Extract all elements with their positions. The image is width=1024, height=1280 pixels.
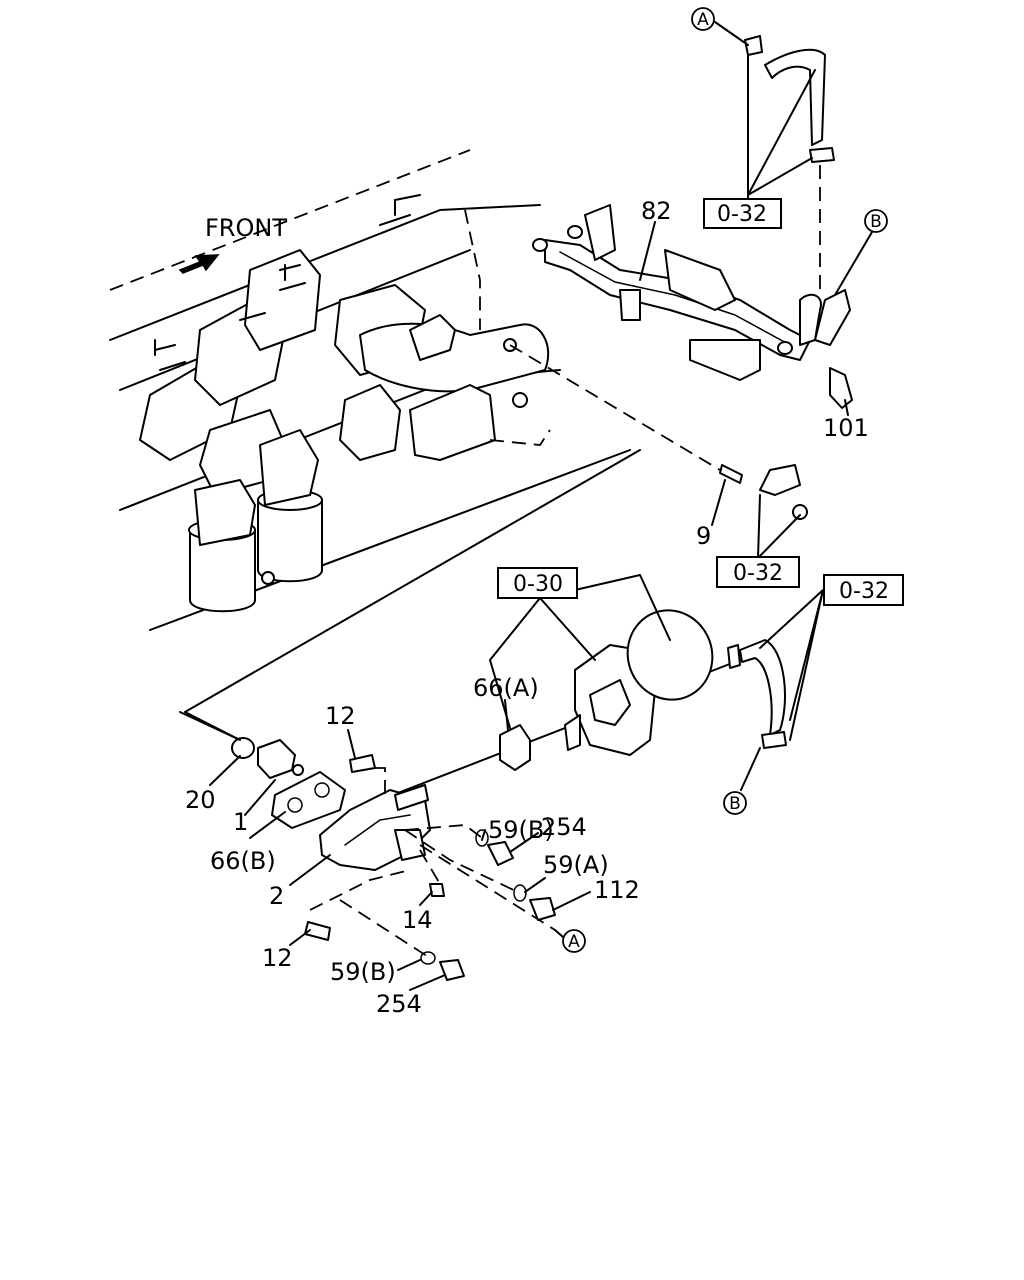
callout-112: 112 — [594, 876, 640, 904]
reference-label: 0-32 — [839, 579, 889, 604]
connector-letter: B — [870, 212, 882, 232]
connector-a-bottom: A — [562, 929, 586, 953]
engine-block — [109, 149, 721, 631]
connector-letter: B — [729, 794, 741, 814]
reference-box-o32-top[interactable]: 0-32 — [703, 198, 782, 229]
callout-66a: 66(A) — [473, 674, 539, 702]
front-arrow-icon — [178, 254, 220, 274]
reference-label: 0-30 — [513, 572, 563, 597]
callout-254-top: 254 — [541, 813, 587, 841]
reference-box-o32-right[interactable]: 0-32 — [823, 574, 904, 606]
callout-12-lower: 12 — [262, 944, 293, 972]
callout-2: 2 — [269, 882, 284, 910]
callout-20: 20 — [185, 786, 216, 814]
callout-59b-bottom: 59(B) — [330, 958, 396, 986]
reference-label: 0-32 — [717, 202, 767, 227]
callout-59a: 59(A) — [543, 851, 609, 879]
part-callouts: 82 101 9 66(A) 12 20 1 66(B) 2 59(B) 254… — [185, 197, 869, 1018]
callout-59b-top: 59(B) — [488, 816, 554, 844]
callout-1: 1 — [233, 808, 248, 836]
callout-14: 14 — [402, 906, 433, 934]
front-label: FRONT — [205, 214, 287, 242]
reference-box-o30[interactable]: 0-30 — [497, 567, 578, 599]
connector-letter: A — [697, 10, 709, 30]
connector-letter: A — [568, 932, 580, 952]
reference-box-o32-mid[interactable]: 0-32 — [716, 556, 800, 588]
callout-66b: 66(B) — [210, 847, 276, 875]
connector-b-bottom: B — [723, 791, 747, 815]
front-direction-indicator: FRONT — [178, 214, 287, 274]
callout-12-upper: 12 — [325, 702, 356, 730]
connector-a-top: A — [691, 7, 715, 31]
callout-82: 82 — [641, 197, 672, 225]
callout-254-bottom: 254 — [376, 990, 422, 1018]
thermostat-assembly — [179, 449, 787, 981]
leader-lines — [209, 21, 873, 991]
coolant-pipe-assembly — [532, 35, 853, 520]
connector-b-top: B — [864, 209, 888, 233]
reference-label: 0-32 — [733, 561, 783, 586]
callout-9: 9 — [696, 522, 711, 550]
callout-101: 101 — [823, 414, 869, 442]
